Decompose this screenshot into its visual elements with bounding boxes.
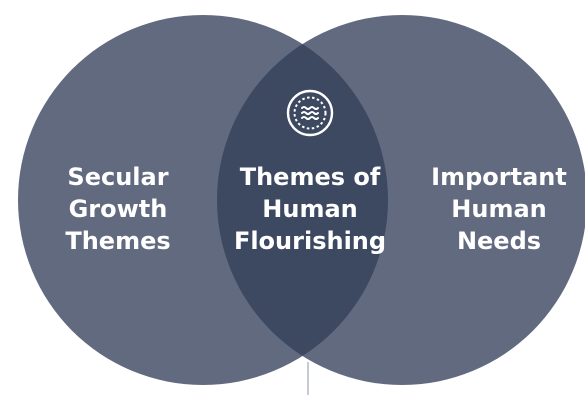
left-circle-label: Secular Growth Themes <box>65 163 171 255</box>
right-circle-label: Important Human Needs <box>431 163 567 255</box>
waves-in-circle-icon <box>286 89 334 137</box>
intersection-label: Themes of Human Flourishing <box>233 163 387 255</box>
